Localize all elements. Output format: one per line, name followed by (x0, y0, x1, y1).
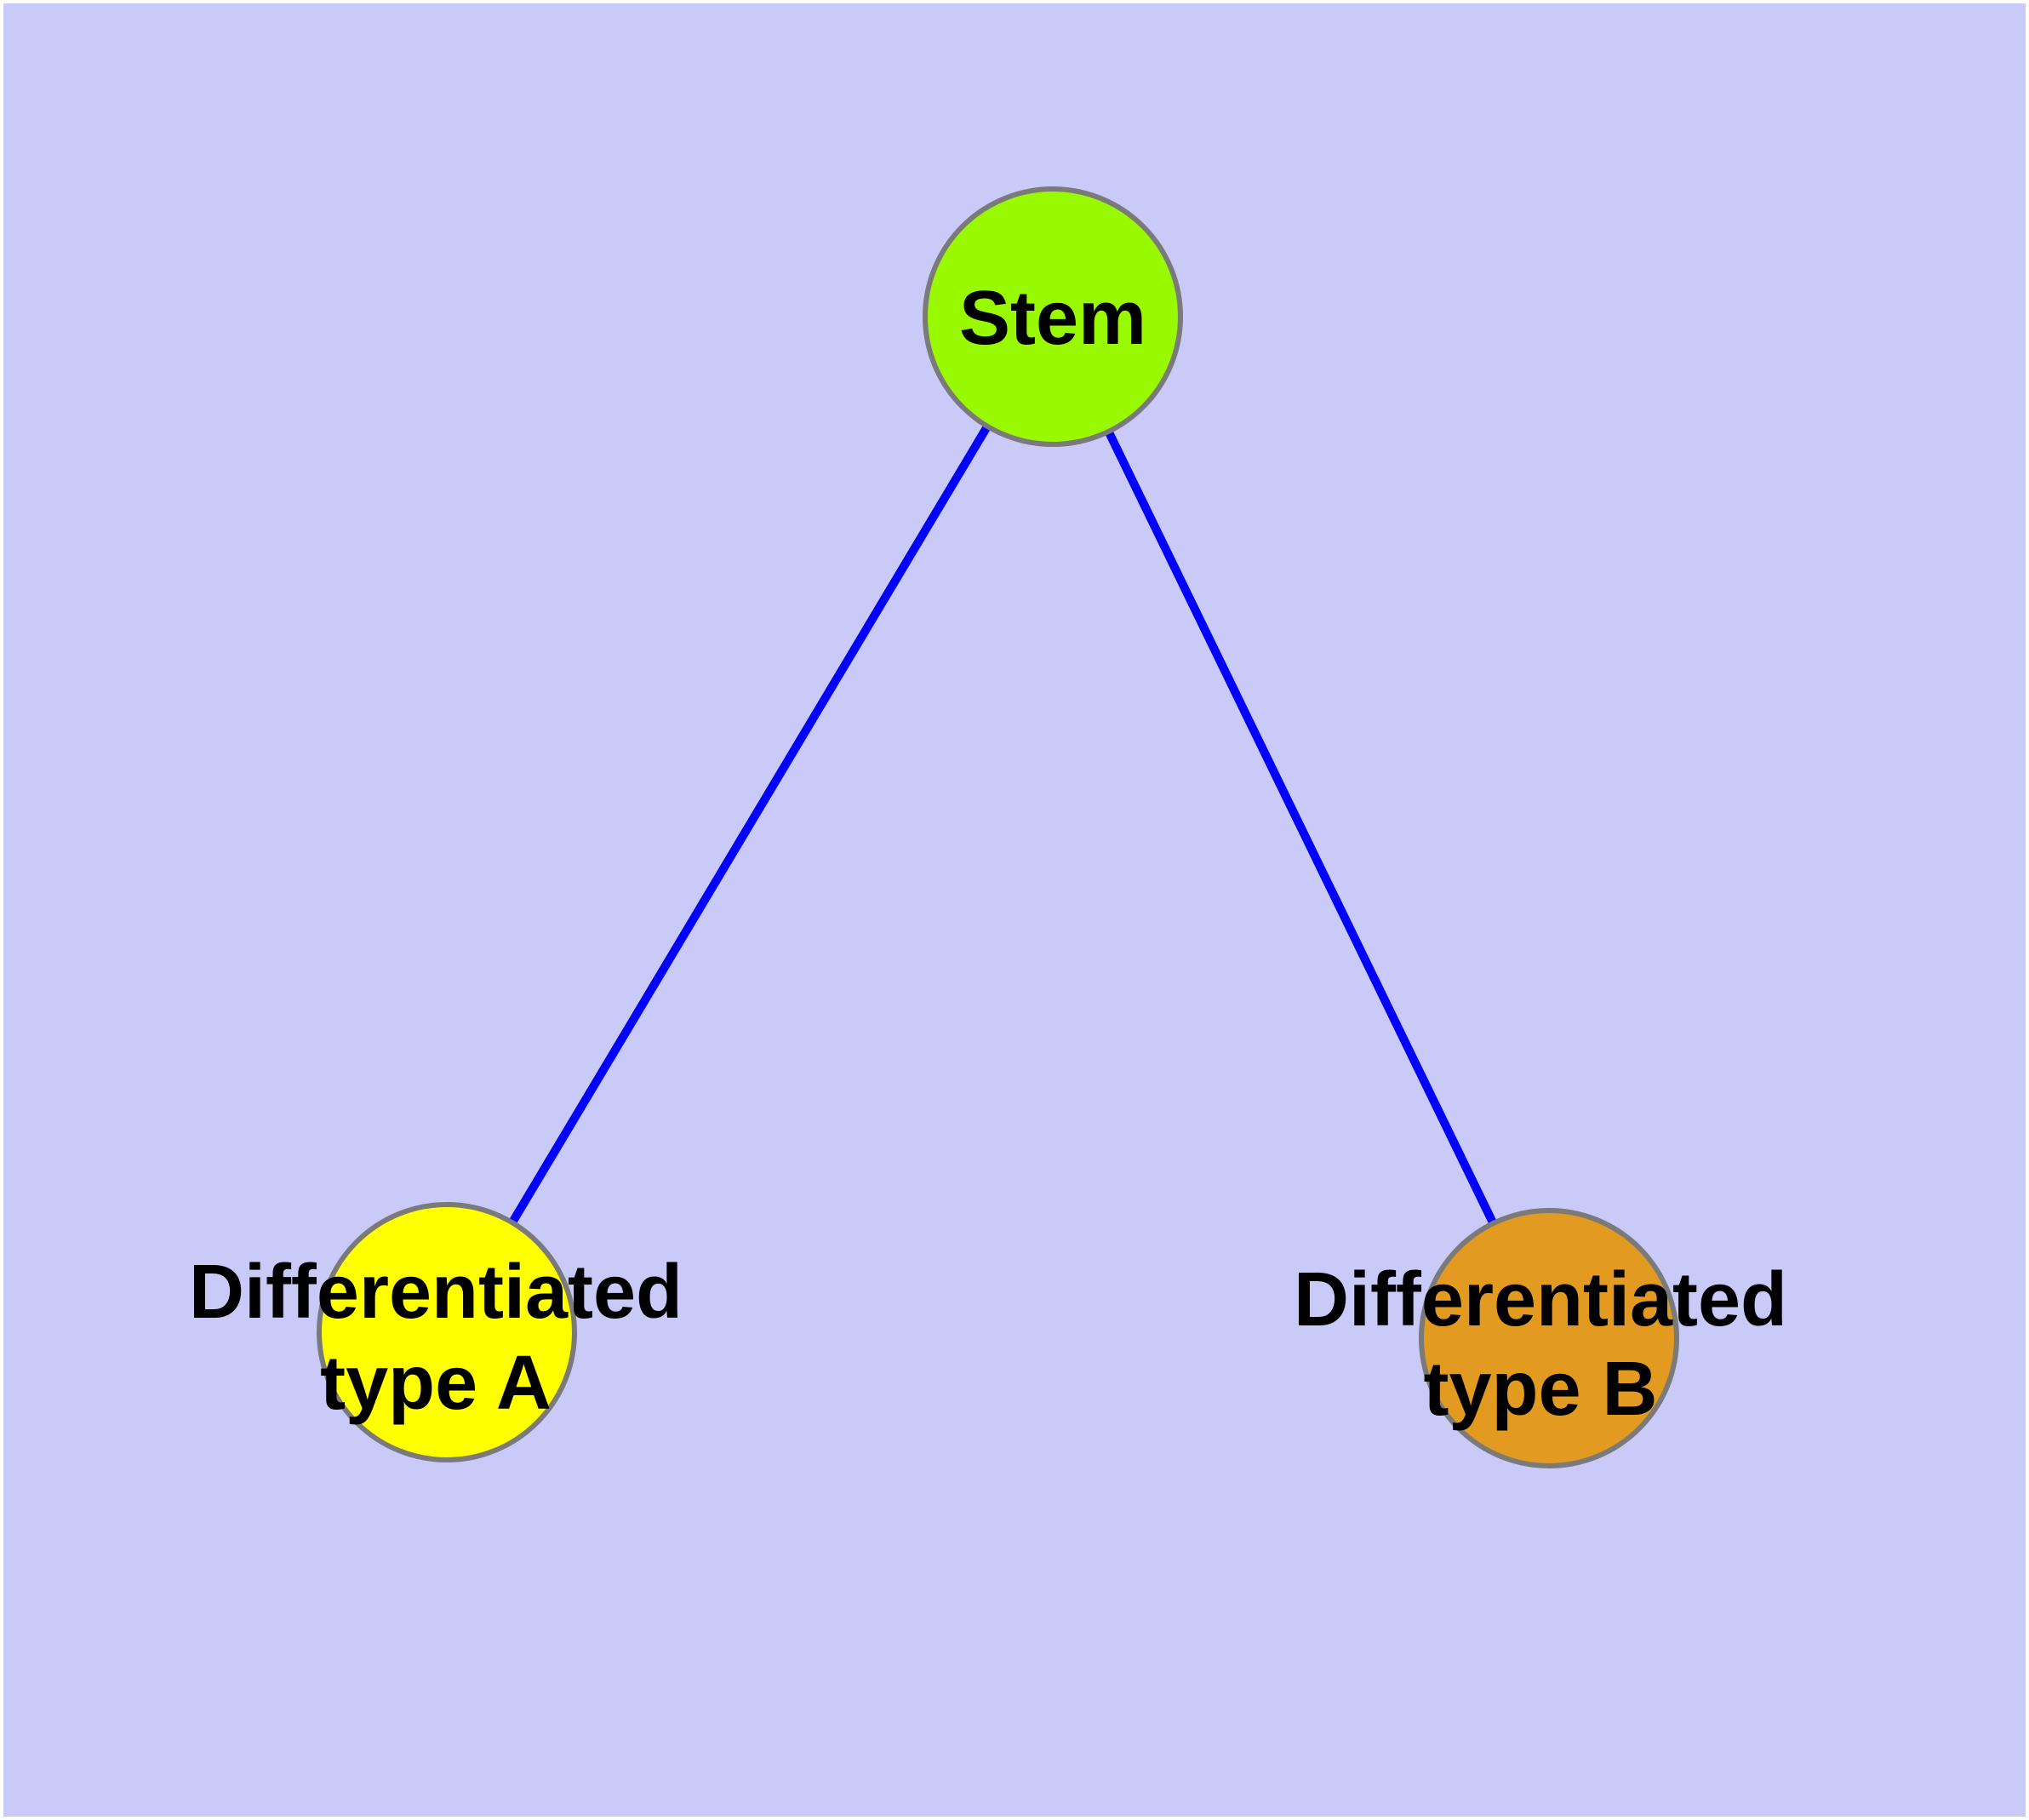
edge-stem-to-type-b (1049, 314, 1553, 1341)
edge-stem-to-type-a (443, 314, 1057, 1335)
type-a-node-label-line2: type A (320, 1341, 552, 1426)
type-a-node-label-line1: Differentiated (189, 1250, 683, 1335)
type-b-node-label-line2: type B (1423, 1347, 1657, 1432)
stem-node-label: Stem (959, 276, 1146, 361)
stem-node-circle (923, 186, 1183, 447)
type-b-node-label-line1: Differentiated (1294, 1257, 1787, 1342)
type-a-node-circle (317, 1202, 577, 1462)
type-b-node-circle (1419, 1208, 1679, 1468)
